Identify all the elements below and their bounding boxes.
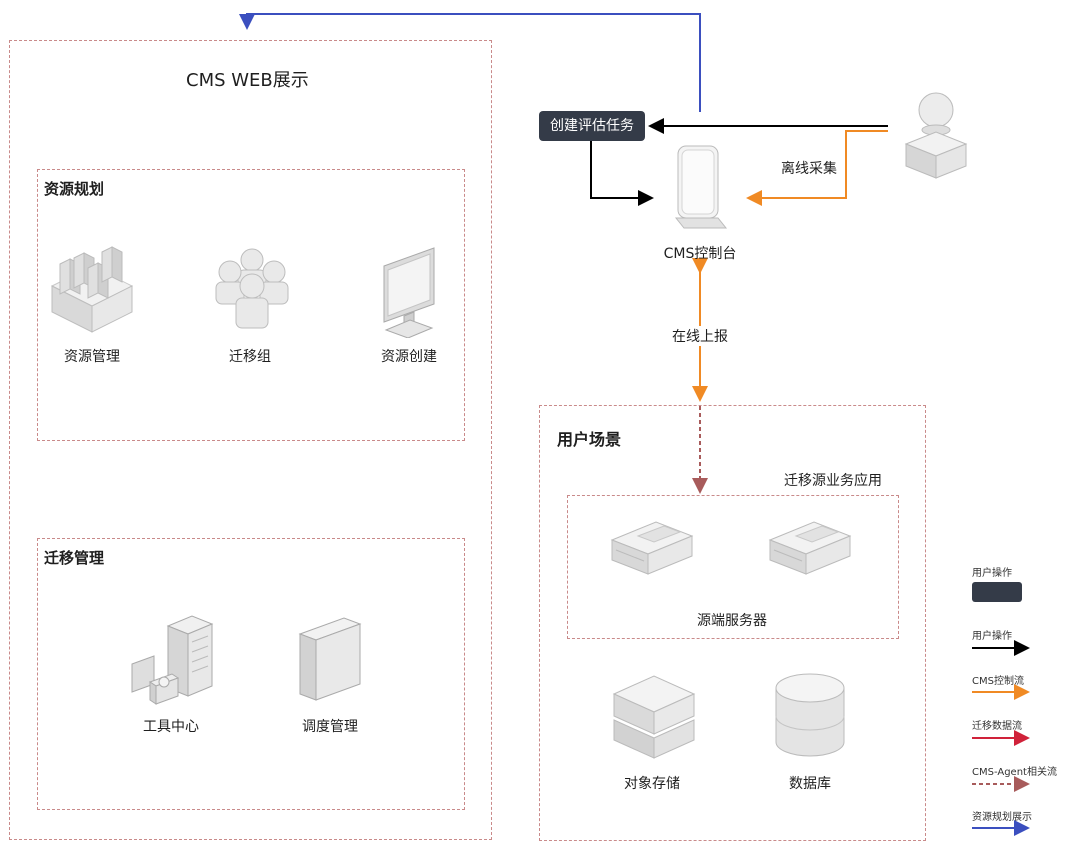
create-task-label: 创建评估任务: [550, 118, 634, 134]
cms-web-title: CMS WEB展示: [186, 70, 309, 91]
legend-user-op-box: [972, 582, 1022, 602]
create-task-button[interactable]: 创建评估任务: [539, 111, 645, 141]
app-group-title: 迁移源业务应用: [784, 473, 882, 489]
database-icon[interactable]: [772, 672, 848, 760]
console-icon[interactable]: [672, 144, 728, 230]
migration-management-box: [37, 538, 465, 810]
legend-label-cms-control: CMS控制流: [972, 676, 1024, 687]
console-label: CMS控制台: [663, 246, 737, 262]
migration-group-icon[interactable]: [204, 246, 300, 336]
server-icon[interactable]: [766, 514, 854, 580]
resource-management-icon[interactable]: [50, 246, 134, 334]
user-icon[interactable]: [900, 90, 972, 182]
scheduler-icon[interactable]: [294, 616, 364, 702]
source-app-box: [567, 495, 899, 639]
legend-label-planning: 资源规划展示: [972, 812, 1032, 823]
legend-label-agent: CMS-Agent相关流: [972, 767, 1057, 778]
cms-web-panel: [9, 40, 492, 840]
database-label: 数据库: [789, 776, 831, 792]
user-scene-title: 用户场景: [557, 430, 622, 449]
legend-label-user-op-box: 用户操作: [972, 568, 1012, 579]
resource-planning-box: [37, 169, 465, 441]
server-icon[interactable]: [608, 514, 696, 580]
resource-creation-label: 资源创建: [381, 349, 437, 365]
resource-management-label: 资源管理: [64, 349, 120, 365]
tool-center-icon[interactable]: [128, 612, 216, 708]
object-storage-icon[interactable]: [610, 672, 698, 760]
object-storage-label: 对象存储: [624, 776, 680, 792]
legend-label-user-op-arrow: 用户操作: [972, 631, 1012, 642]
offline-collect-flow: [746, 130, 888, 206]
task-to-console-flow: [590, 141, 654, 206]
resource-planning-title: 资源规划: [44, 180, 105, 198]
migration-management-title: 迁移管理: [44, 549, 105, 567]
migration-group-label: 迁移组: [229, 349, 271, 365]
monitor-icon[interactable]: [378, 246, 440, 338]
tool-center-label: 工具中心: [143, 719, 199, 735]
legend-label-migration-data: 迁移数据流: [972, 721, 1022, 732]
scheduling-management-label: 调度管理: [302, 719, 358, 735]
source-servers-label: 源端服务器: [697, 613, 767, 629]
user-scene-panel: [539, 405, 926, 841]
offline-collect-label: 离线采集: [781, 161, 837, 177]
planning-display-flow: [239, 13, 701, 112]
online-report-label: 在线上报: [670, 326, 730, 346]
